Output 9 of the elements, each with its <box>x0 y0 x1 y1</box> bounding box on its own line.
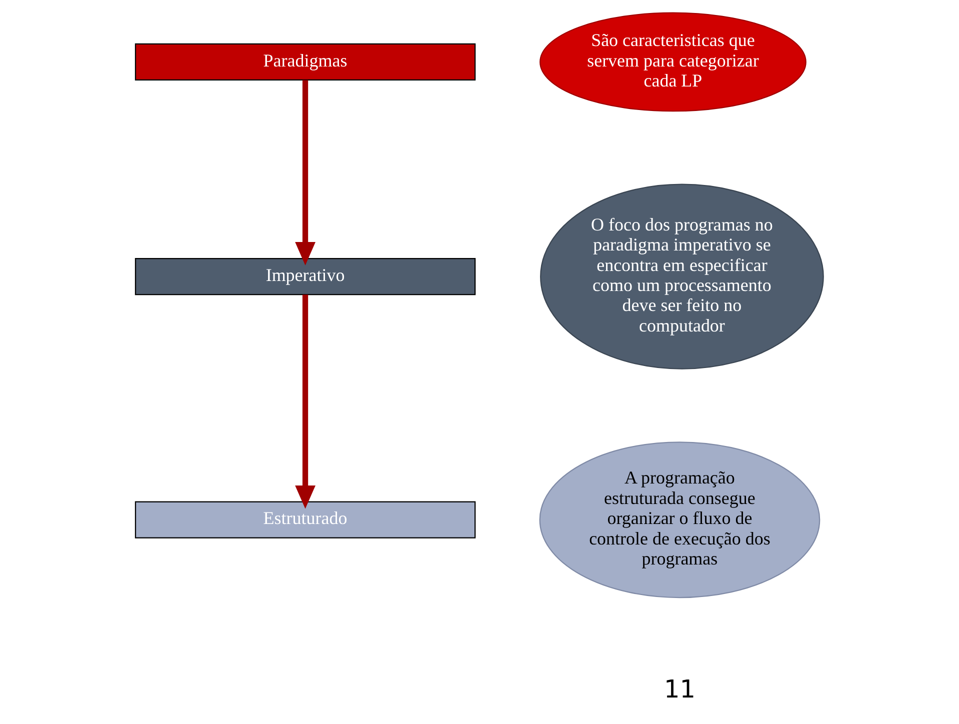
arrow <box>295 294 316 509</box>
node-box: Paradigmas <box>134 43 476 81</box>
node-box: Estruturado <box>134 501 476 538</box>
arrow <box>295 80 316 266</box>
label: 11 <box>664 674 696 704</box>
node-box: Imperativo <box>134 258 476 296</box>
node-ellipse: São caracteristicas que servem para categorizar cada LP <box>540 12 806 112</box>
node-ellipse: A programação estruturada consegue organizar o fluxo de controle de execução dos programas <box>539 442 820 598</box>
node-ellipse: O foco dos programas no paradigma imperativo se encontra em especificar como um processamento deve ser feito no computador <box>540 184 824 370</box>
